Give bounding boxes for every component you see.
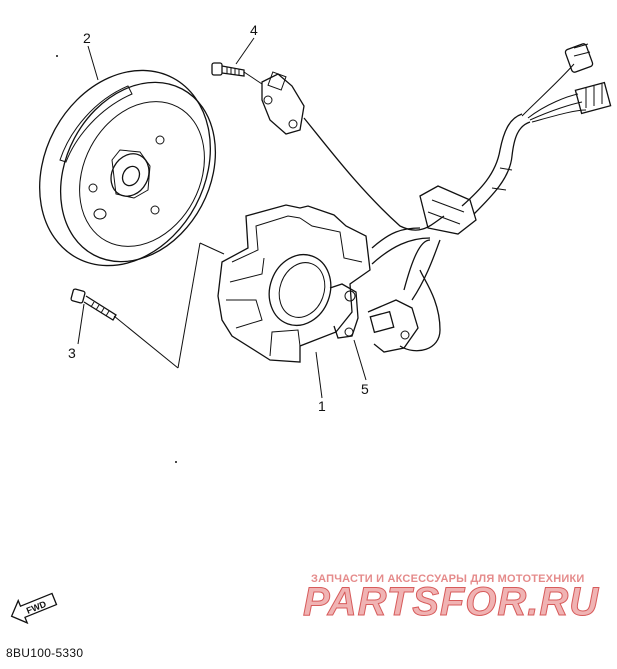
stator-assembly — [217, 204, 371, 363]
diagram-code: 8BU100-5330 — [6, 646, 84, 660]
screw-part-4 — [211, 62, 245, 77]
bolt-part-3 — [70, 288, 117, 321]
pickup-coil-part-5 — [367, 299, 419, 353]
sensor-bracket — [261, 71, 305, 135]
callout-3: 3 — [68, 345, 76, 361]
watermark-brand: PARTSFOR.RU — [302, 580, 600, 625]
fwd-arrow: FWD — [10, 592, 58, 625]
watermark-subtitle: ЗАПЧАСТИ И АКСЕССУАРЫ ДЛЯ МОТОТЕХНИКИ — [311, 573, 585, 585]
flywheel-rotor — [39, 69, 217, 267]
assembly-guide-lines — [113, 71, 263, 369]
callout-4: 4 — [250, 22, 258, 38]
callout-1: 1 — [318, 398, 326, 414]
wiring-harness — [303, 43, 612, 352]
callout-5: 5 — [361, 381, 369, 397]
leader-lines — [77, 37, 367, 399]
callout-2: 2 — [83, 30, 91, 46]
